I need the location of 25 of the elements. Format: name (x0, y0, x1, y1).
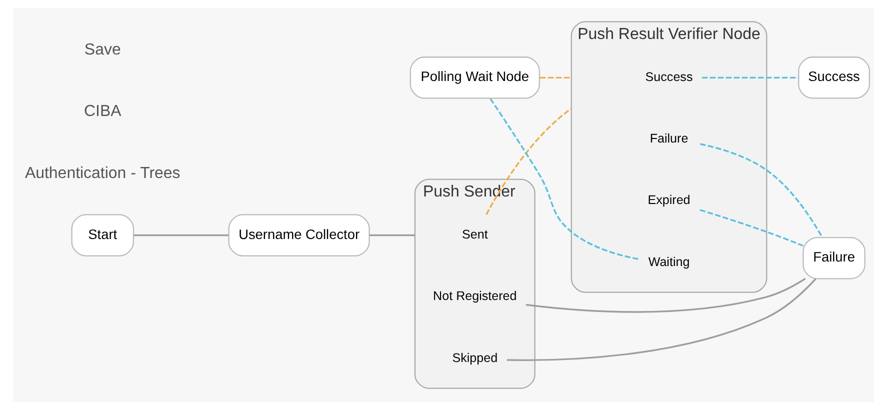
connector (506, 278, 816, 361)
node-text: Not Registered (433, 289, 517, 304)
node-text: Expired (648, 193, 690, 208)
connector (489, 98, 638, 260)
node-text: Success (645, 70, 693, 84)
label: CIBA (84, 103, 122, 120)
node-box: Success (798, 56, 870, 99)
node-text: Skipped (452, 350, 498, 365)
connector (702, 76, 798, 79)
connector (700, 209, 804, 247)
connector (700, 143, 823, 238)
node-box: Failure (802, 236, 866, 280)
label: Save (84, 41, 121, 58)
node-text: Sent (462, 227, 488, 242)
connector (526, 278, 806, 313)
node-text: Failure (650, 132, 688, 146)
connector (540, 76, 572, 79)
connector (369, 234, 415, 236)
node-text: Waiting (648, 254, 690, 269)
node-box: Start (71, 214, 134, 256)
node-box: Username Collector (228, 214, 370, 256)
connector (134, 234, 228, 236)
connector (486, 108, 572, 215)
node-box: Polling Wait Node (410, 56, 540, 99)
label: Authentication - Trees (24, 164, 180, 182)
